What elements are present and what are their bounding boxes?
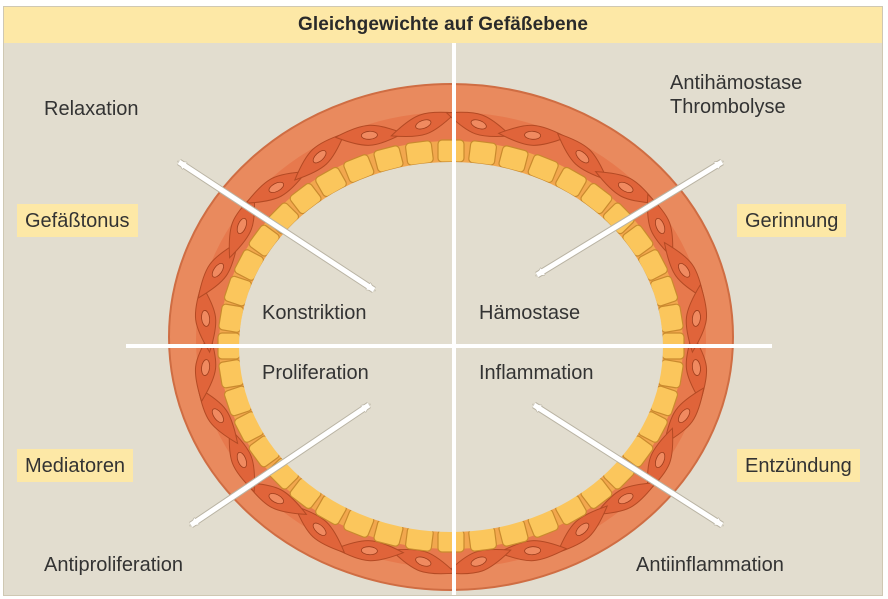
- diagram-panel: Gleichgewichte auf Gefäßebene: [3, 6, 883, 596]
- endothelial-cell: [468, 140, 497, 165]
- label-antihaemostase: Antihämostase: [670, 71, 802, 95]
- label-inflammation: Inflammation: [479, 361, 594, 385]
- endothelial-cell: [438, 530, 464, 552]
- label-antiproliferation: Antiproliferation: [44, 553, 183, 577]
- label-haemostase: Hämostase: [479, 301, 580, 325]
- box-mediatoren: Mediatoren: [17, 449, 133, 482]
- box-gefaesstonus: Gefäßtonus: [17, 204, 138, 237]
- endothelial-cell: [438, 140, 464, 162]
- endothelial-cell: [405, 140, 434, 165]
- label-thrombolyse: Thrombolyse: [670, 95, 786, 119]
- box-gerinnung: Gerinnung: [737, 204, 846, 237]
- box-entzuendung: Entzündung: [737, 449, 860, 482]
- corner-mark: ˚: [883, 0, 886, 6]
- label-proliferation: Proliferation: [262, 361, 369, 385]
- label-relaxation: Relaxation: [44, 97, 139, 121]
- label-konstriktion: Konstriktion: [262, 301, 367, 325]
- label-antiinflammation: Antiinflammation: [636, 553, 784, 577]
